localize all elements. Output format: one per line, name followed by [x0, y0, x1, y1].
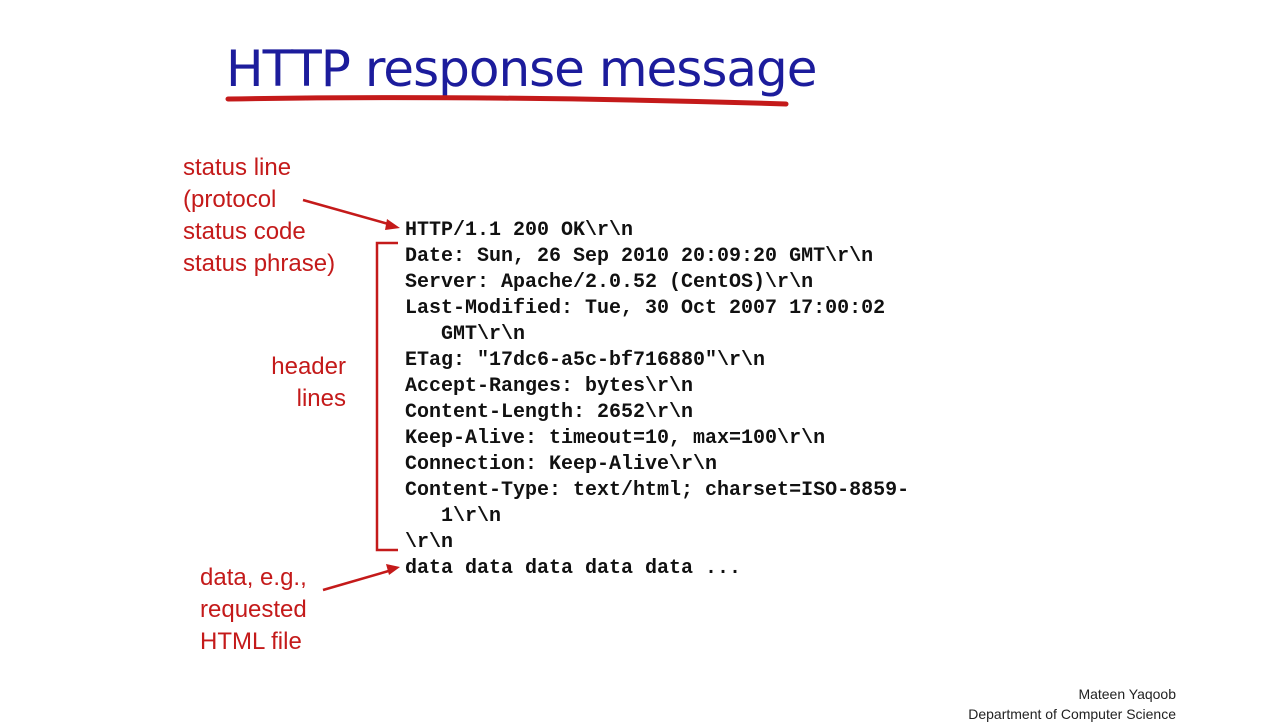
header-line: Accept-Ranges: bytes\r\n [405, 375, 694, 398]
header-line: ETag: "17dc6-a5c-bf716880"\r\n [405, 349, 766, 372]
annotation-line: HTML file [200, 628, 302, 655]
status-line: HTTP/1.1 200 OK\r\n [405, 219, 634, 242]
header-line: Server: Apache/2.0.52 (CentOS)\r\n [405, 271, 814, 294]
slide-title: HTTP response message [226, 40, 818, 98]
header-line: Date: Sun, 26 Sep 2010 20:09:20 GMT\r\n [405, 245, 874, 268]
status-line-arrow [302, 198, 393, 227]
header-line-continuation: GMT\r\n [441, 323, 526, 346]
header-line: Content-Length: 2652\r\n [405, 401, 694, 424]
annotation-line: lines [296, 385, 346, 412]
header-line-continuation: 1\r\n [441, 505, 502, 528]
annotation-line: requested [200, 596, 307, 623]
annotation-line: status line [183, 154, 292, 181]
header-line: Keep-Alive: timeout=10, max=100\r\n [405, 427, 826, 450]
status-line-annotation: status line (protocol status code status… [183, 152, 335, 280]
data-arrow [322, 568, 393, 592]
annotation-line: status code [183, 218, 306, 245]
header-line: Connection: Keep-Alive\r\n [405, 453, 718, 476]
body-data-line: data data data data data ... [405, 557, 742, 580]
annotation-line: status phrase) [183, 250, 336, 277]
annotation-line: data, e.g., [200, 564, 307, 591]
blank-line: \r\n [405, 531, 454, 554]
slide-footer: Mateen Yaqoob Department of Computer Sci… [968, 684, 1176, 724]
annotation-line: (protocol [183, 186, 277, 213]
author-name: Mateen Yaqoob [1078, 686, 1176, 702]
data-annotation: data, e.g., requested HTML file [200, 562, 307, 658]
header-line: Content-Type: text/html; charset=ISO-885… [405, 479, 910, 502]
status-line-arrowhead [385, 219, 400, 230]
header-line: Last-Modified: Tue, 30 Oct 2007 17:00:02 [405, 297, 886, 320]
data-arrowhead [386, 564, 400, 575]
title-underline [225, 95, 789, 107]
http-response-listing: HTTP/1.1 200 OK\r\n Date: Sun, 26 Sep 20… [405, 218, 909, 582]
department-name: Department of Computer Science [968, 706, 1176, 722]
header-lines-annotation: header lines [256, 351, 346, 415]
header-lines-bracket [375, 241, 398, 552]
annotation-line: header [271, 353, 346, 380]
